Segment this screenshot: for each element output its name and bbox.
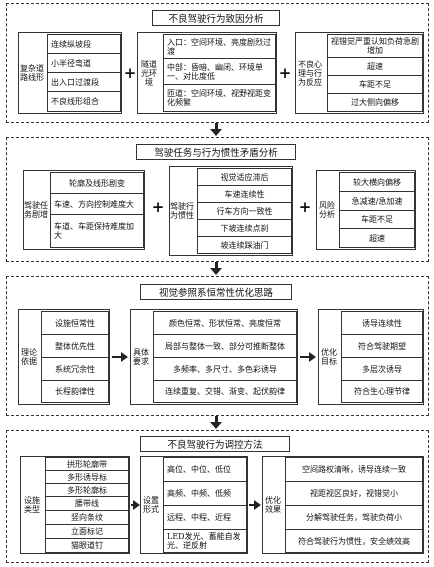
s3-item: 多频率、多尺寸、多色彩诱导 <box>153 357 297 381</box>
s4-item: 立面标记 <box>45 524 129 539</box>
s2-item: 坡连续踩油门 <box>197 236 292 254</box>
right-arrow-icon <box>300 356 310 358</box>
right-arrow-icon <box>131 504 134 506</box>
s1-item: 视错觉严重认知负荷急剧增加 <box>327 34 423 58</box>
s1-group-tunnel-light-label: 隧道光环境 <box>141 59 157 87</box>
down-arrow-icon <box>215 123 218 130</box>
s3-item: 局部与整体一致、部分可推断整体 <box>153 334 297 358</box>
s2-group-risk-analysis-label: 风险分析 <box>319 201 335 219</box>
down-arrow-icon <box>215 262 218 269</box>
s2-item: 行车方向一致性 <box>197 202 292 220</box>
s2-item: 车速连续性 <box>197 185 292 203</box>
s1-item: 不良线形组合 <box>47 91 121 112</box>
s2-item: 较大横向偏移 <box>339 172 415 192</box>
right-arrow-head <box>133 500 140 510</box>
section-2-title: 驾驶任务与行为惯性矛盾分析 <box>136 144 296 160</box>
s4-item: 多形轮廓标 <box>45 483 129 497</box>
down-arrow-head <box>210 268 222 275</box>
s4-item: 高位、中位、低位 <box>163 457 247 482</box>
s2-item: 车速、方向控制难度大 <box>50 193 144 215</box>
s2-item: 下坡连续点刹 <box>197 219 292 237</box>
right-arrow-icon <box>249 504 255 506</box>
s1-item: 超速 <box>327 57 423 76</box>
s4-item: 远程、中程、近程 <box>163 505 247 530</box>
s3-item: 颜色恒常、形状恒常、亮度恒常 <box>153 311 297 335</box>
s3-group-theory-label: 理论依据 <box>21 348 37 366</box>
s3-item: 多层次诱导 <box>341 357 423 381</box>
s3-item: 整体优先性 <box>41 334 109 358</box>
s4-item: LED发光、蓄能自发光、逆反射 <box>163 529 247 553</box>
s4-item: 竖向条纹 <box>45 510 129 525</box>
s3-group-goals-label: 优化目标 <box>321 348 337 366</box>
s4-item: 拱形轮廓带 <box>45 457 129 471</box>
plus-icon: + <box>298 198 312 216</box>
plus-icon: + <box>278 64 292 82</box>
s2-item: 车距不足 <box>339 210 415 229</box>
s4-item: 视距视区良好，视错觉小 <box>285 481 423 506</box>
s3-group-requirements-label: 具体要求 <box>133 348 149 366</box>
plus-icon: + <box>151 198 165 216</box>
s1-item: 连续纵坡段 <box>47 34 121 54</box>
s4-item: 分解驾驶任务，驾驶负荷小 <box>285 505 423 530</box>
s3-item: 符合生心理节律 <box>341 380 423 403</box>
s4-item: 符合驾驶行为惯性，安全绩效高 <box>285 529 423 553</box>
s1-group-road-alignment-label: 复杂道路线形 <box>20 64 44 82</box>
s4-group-facility-types-label: 设施类型 <box>24 496 40 514</box>
s1-group-psych-behavior-label: 不良心理与行为反应 <box>298 59 322 87</box>
s4-item: 多形诱导标 <box>45 470 129 484</box>
s3-item: 长程韵律性 <box>41 380 109 403</box>
s1-item: 中部：昏暗、幽闭、环境单一、对比度低 <box>163 58 276 85</box>
s1-item: 车距不足 <box>327 75 423 94</box>
right-arrow-head <box>254 500 261 510</box>
s1-item: 小半径弯道 <box>47 53 121 73</box>
s4-group-setting-forms-label: 设置形式 <box>143 496 159 514</box>
down-arrow-head <box>210 129 222 136</box>
right-arrow-head <box>309 352 316 362</box>
s3-item: 系统冗余性 <box>41 357 109 381</box>
s1-item: 出入口过渡段 <box>47 72 121 92</box>
down-arrow-head <box>210 422 222 429</box>
s3-item: 连续重复、交错、渐变、起伏韵律 <box>153 380 297 403</box>
s2-item: 视觉适应滞后 <box>197 168 292 186</box>
right-arrow-head <box>121 352 128 362</box>
section-1-title: 不良驾驶行为致因分析 <box>152 10 280 26</box>
s4-item: 空间路权清晰，诱导连续一致 <box>285 457 423 482</box>
s2-item: 急减速/急加速 <box>339 191 415 211</box>
s1-item: 入口：空间环境、亮度剧烈过渡 <box>163 34 276 59</box>
right-arrow-icon <box>112 356 122 358</box>
section-3-title: 视觉参照系恒常性优化思路 <box>140 284 292 300</box>
s3-item: 符合驾驶期望 <box>341 334 423 358</box>
s2-item: 车道、车距保持难度加大 <box>50 214 144 248</box>
s1-item: 匝道：空间环境、视野视距变化频繁 <box>163 84 276 112</box>
s2-group-behavior-inertia-label: 驾驶行为惯性 <box>170 202 194 220</box>
s1-item: 过大侧向偏移 <box>327 93 423 112</box>
s4-item: 腰带线 <box>45 496 129 511</box>
s3-item: 诱导连续性 <box>341 311 423 335</box>
s4-item: 高频、中频、低频 <box>163 481 247 506</box>
down-arrow-icon <box>215 416 218 423</box>
s2-item: 轮廓及线形剧变 <box>50 172 144 194</box>
s4-item: 猫眼道钉 <box>45 538 129 553</box>
s2-group-task-increase-label: 驾驶任务剧增 <box>24 201 48 219</box>
s3-item: 设施恒常性 <box>41 311 109 335</box>
plus-icon: + <box>123 64 137 82</box>
s2-item: 超速 <box>339 228 415 248</box>
s4-group-optimization-effects-label: 优化效果 <box>265 496 281 514</box>
section-4-title: 不良驾驶行为调控方法 <box>140 436 290 452</box>
